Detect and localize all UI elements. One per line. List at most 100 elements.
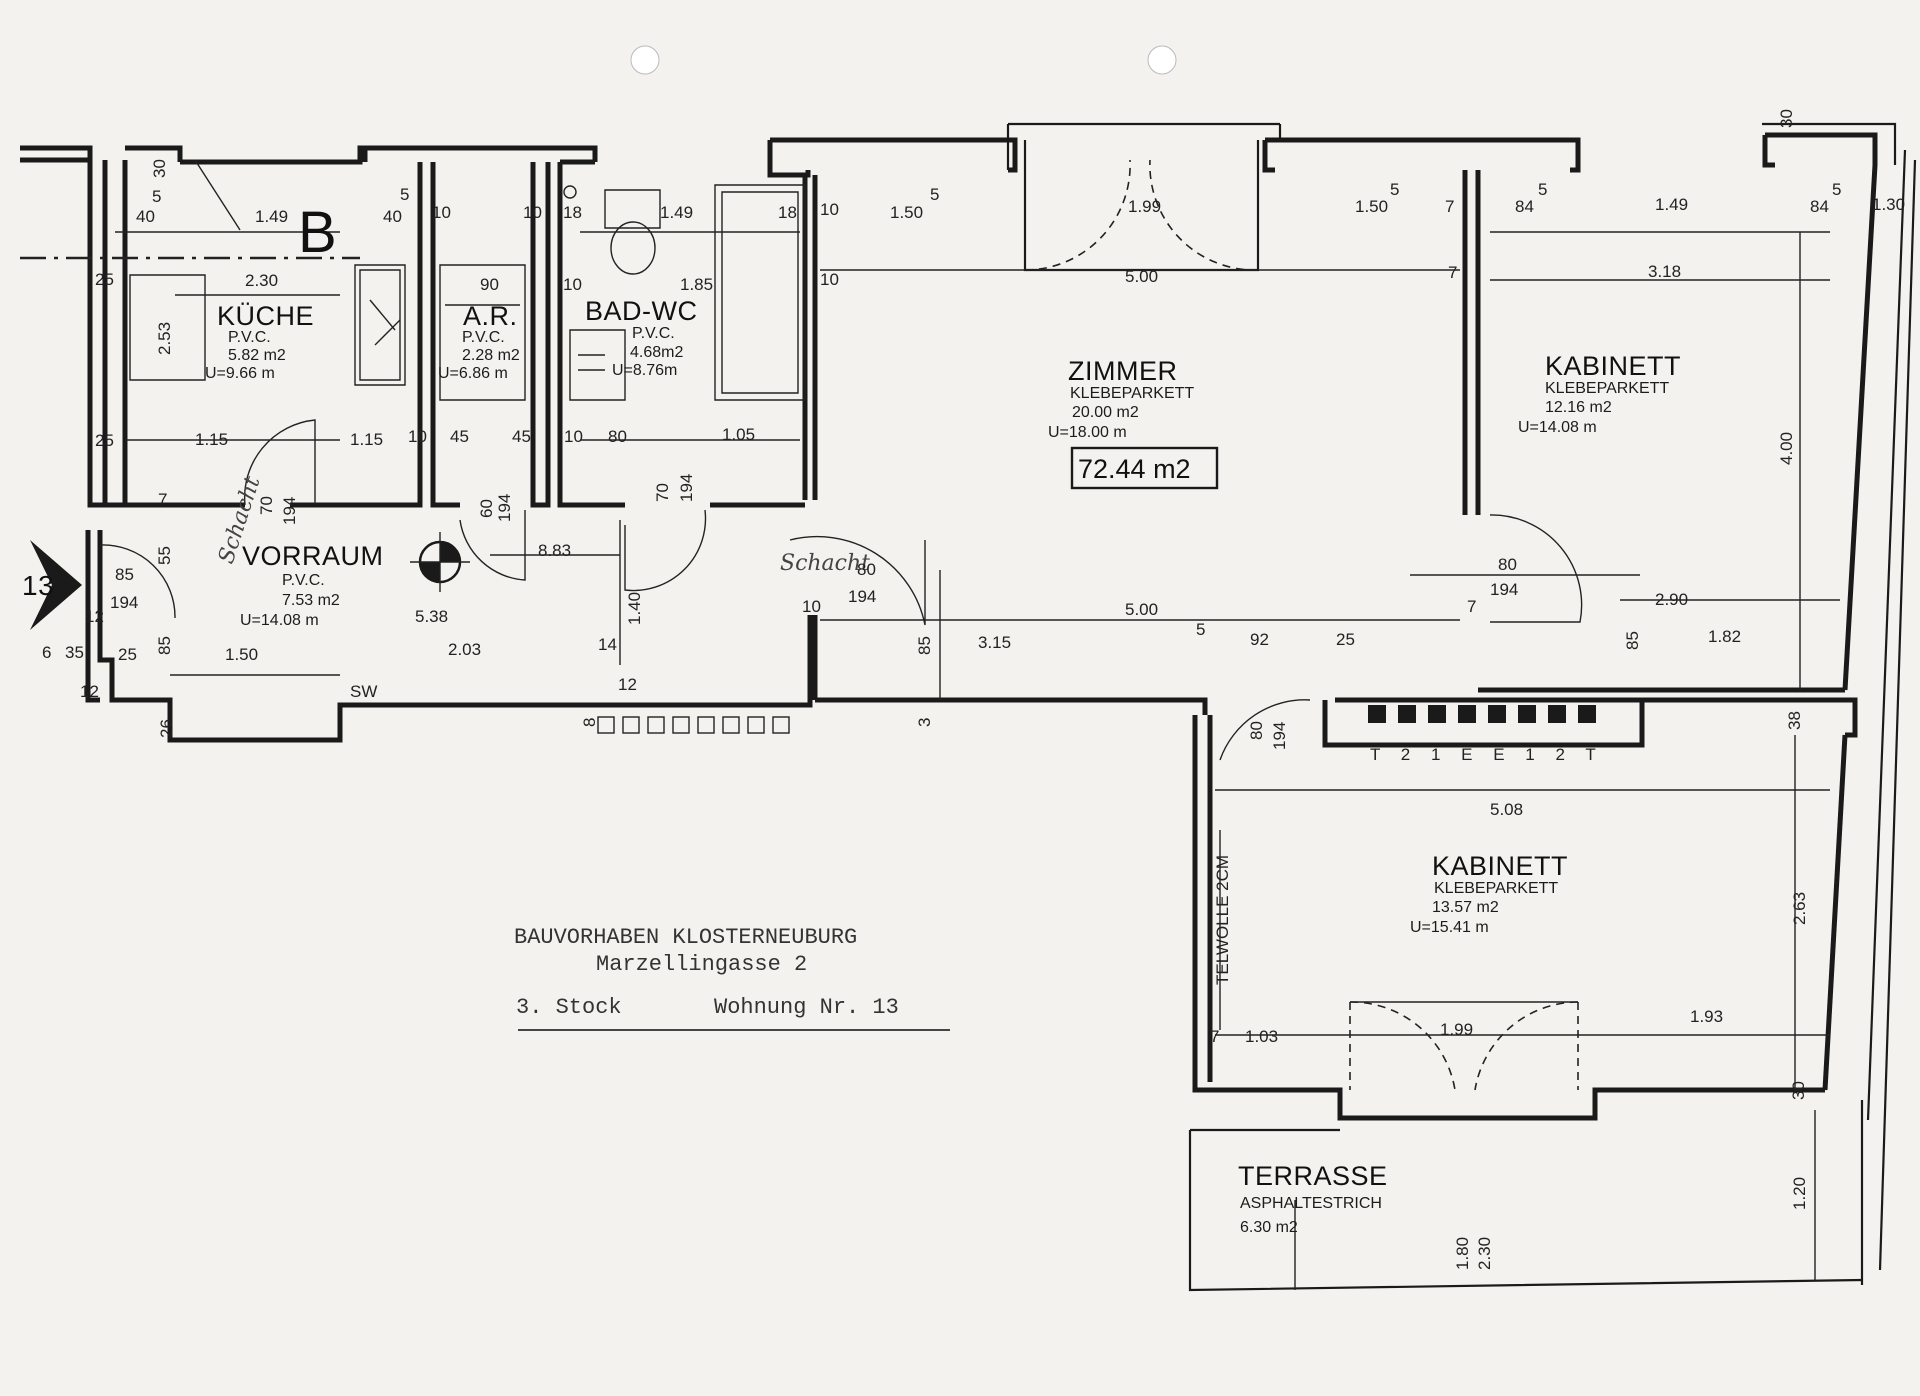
dim-label: 1.20: [1790, 1177, 1809, 1210]
dim-label: 10: [564, 427, 583, 446]
dim-label: 14: [598, 635, 617, 654]
walls: [20, 122, 1917, 1292]
dim-label: 8: [580, 718, 599, 727]
dim-label: 2.53: [155, 322, 174, 355]
dim-label: 80: [1247, 721, 1266, 740]
dim-label: 10: [408, 427, 427, 446]
room-perimeter-ar: U=6.86 m: [438, 365, 508, 382]
dim-label: 1.50: [890, 203, 923, 222]
room-floor-kabinett-2: KLEBEPARKETT: [1434, 880, 1558, 897]
dim-label: 10: [820, 270, 839, 289]
dim-label: 18: [778, 203, 797, 222]
room-perimeter-vorraum: U=14.08 m: [240, 612, 319, 629]
dim-label: 7: [158, 490, 167, 509]
dim-label: 55: [155, 546, 174, 565]
heater-units: [597, 705, 1596, 734]
dim-label: 25: [1336, 630, 1355, 649]
dim-label: 194: [1490, 580, 1518, 599]
dim-label: 38: [1785, 711, 1804, 730]
dim-label: 1.99: [1128, 197, 1161, 216]
dim-label: 30: [1789, 1081, 1808, 1100]
dim-label: 25: [95, 431, 114, 450]
dim-label: 194: [495, 494, 514, 522]
dim-label: 12: [85, 607, 104, 626]
room-area-kueche: 5.82 m2: [228, 347, 286, 364]
dim-label: 18: [563, 203, 582, 222]
dim-label: 5: [400, 185, 409, 204]
dim-label: 5: [1538, 180, 1547, 199]
room-perimeter-kueche: U=9.66 m: [205, 365, 275, 382]
dim-label: 84: [1810, 197, 1829, 216]
room-floor-kueche: P.V.C.: [228, 329, 271, 346]
dim-label: 1.03: [1245, 1027, 1278, 1046]
dim-label: 194: [677, 474, 696, 502]
dim-label: 12: [618, 675, 637, 694]
heater-codes: T 2 1 E E 1 2 T: [1370, 745, 1604, 764]
dim-label: 12: [80, 682, 99, 701]
dim-label: 85: [915, 636, 934, 655]
dim-label: 194: [280, 497, 299, 525]
dimension-lines: [115, 231, 1840, 1290]
dim-label: 30: [150, 159, 169, 178]
room-floor-terrasse: ASPHALTESTRICH: [1240, 1195, 1382, 1212]
room-perimeter-zimmer: U=18.00 m: [1048, 424, 1127, 441]
dim-label: 3.15: [978, 633, 1011, 652]
dim-label: 1.50: [1355, 197, 1388, 216]
dim-label: 194: [1270, 722, 1289, 750]
punch-hole-right: [1147, 45, 1177, 75]
dim-label: 3: [915, 718, 934, 727]
dim-label: 1.80: [1453, 1237, 1472, 1270]
dim-label: 1.82: [1708, 627, 1741, 646]
dim-label: 1.49: [255, 207, 288, 226]
dim-label: 92: [1250, 630, 1269, 649]
room-name-bad: BAD-WC: [585, 296, 698, 326]
dim-label: 5.00: [1125, 600, 1158, 619]
room-name-zimmer: ZIMMER: [1068, 356, 1177, 386]
dim-label: 1.99: [1440, 1020, 1473, 1039]
dim-label: 2.03: [448, 640, 481, 659]
room-name-kabinett-1: KABINETT: [1545, 351, 1681, 381]
room-perimeter-bad: U=8.76m: [612, 362, 677, 379]
dim-label: 1.50: [225, 645, 258, 664]
dim-label: 80: [857, 560, 876, 579]
dim-label: 2.30: [245, 271, 278, 290]
room-perimeter-kabinett-1: U=14.08 m: [1518, 419, 1597, 436]
level-marker-icon: [410, 532, 470, 592]
room-area-ar: 2.28 m2: [462, 347, 520, 364]
dim-label: 85: [1623, 631, 1642, 650]
dim-label: 60: [477, 499, 496, 518]
dim-label: 1.15: [195, 430, 228, 449]
wall-insulation-note: TELWOLLE 2CM: [1213, 855, 1232, 985]
dim-label: 70: [653, 483, 672, 502]
dim-label: 2.90: [1655, 590, 1688, 609]
dim-label: 10: [563, 275, 582, 294]
room-name-kueche: KÜCHE: [217, 301, 314, 331]
room-floor-ar: P.V.C.: [462, 329, 505, 346]
dim-label: 90: [480, 275, 499, 294]
room-name-vorraum: VORRAUM: [242, 541, 384, 571]
total-area-box: [1070, 446, 1219, 490]
dim-label: 40: [383, 207, 402, 226]
title-apartment: Wohnung Nr. 13: [714, 995, 899, 1020]
dim-label: 7: [1445, 197, 1454, 216]
dim-label: SW: [350, 682, 377, 701]
room-floor-zimmer: KLEBEPARKETT: [1070, 385, 1194, 402]
dim-label: 7: [1448, 263, 1457, 282]
dim-label: 5.38: [415, 607, 448, 626]
room-floor-kabinett-1: KLEBEPARKETT: [1545, 380, 1669, 397]
dim-label: 5: [1196, 620, 1205, 639]
dim-label: 1.15: [350, 430, 383, 449]
room-floor-bad: P.V.C.: [632, 325, 675, 342]
sheet-letter: B: [298, 200, 337, 265]
dim-label: 1.49: [1655, 195, 1688, 214]
dim-label: 26: [157, 719, 176, 738]
dim-label: 10: [523, 203, 542, 222]
entrance-arrow-icon: [30, 540, 82, 630]
dim-label: 1.49: [660, 203, 693, 222]
punch-hole-left: [630, 45, 660, 75]
dim-label: 1.40: [625, 592, 644, 625]
room-area-bad: 4.68m2: [630, 344, 683, 361]
room-perimeter-kabinett-2: U=15.41 m: [1410, 919, 1489, 936]
